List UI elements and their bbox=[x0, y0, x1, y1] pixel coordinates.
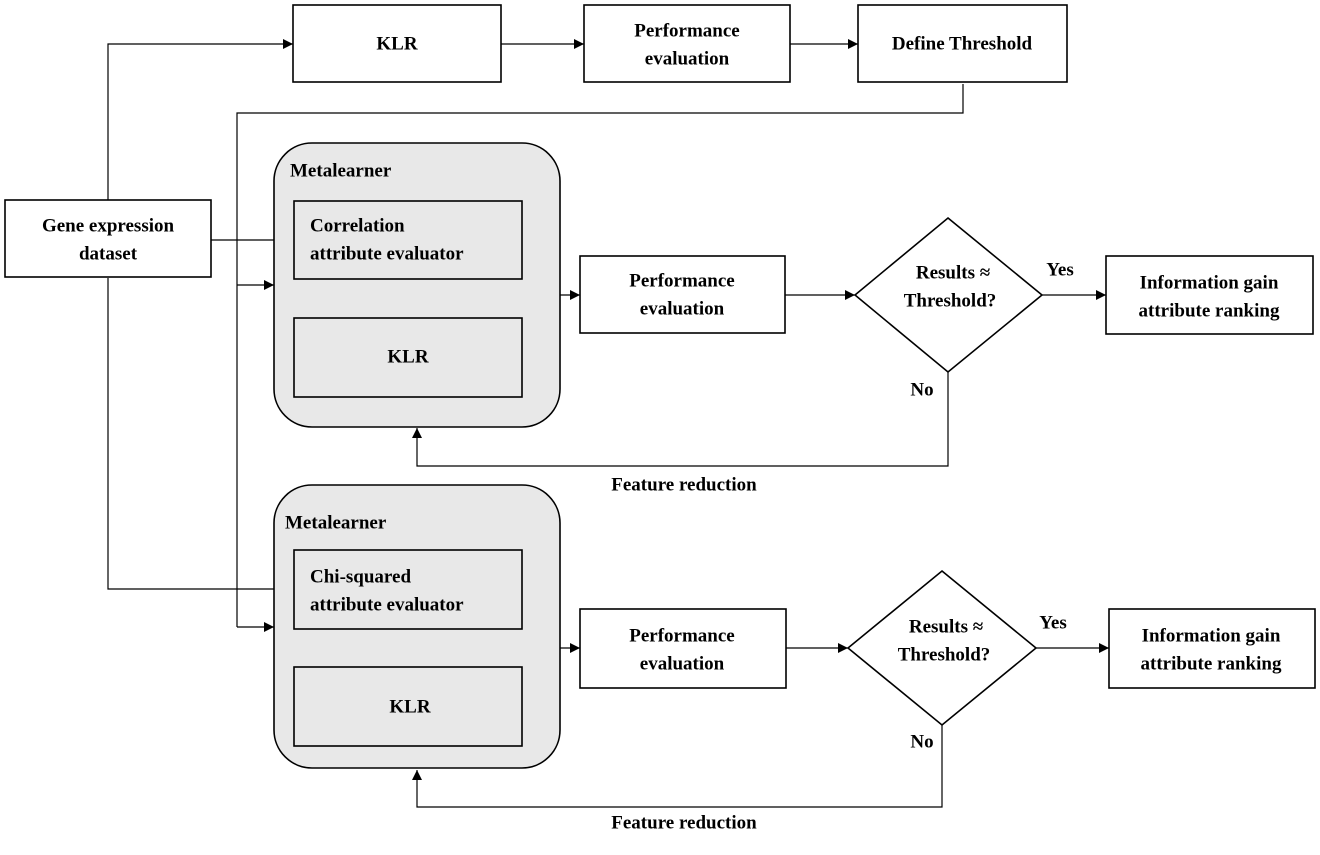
gene-dataset-node: Gene expression dataset bbox=[4, 199, 212, 278]
edge-dataset-to-chi-squared bbox=[107, 278, 294, 594]
metalearner-2-container: Metalearner Chi-squared attribute evalua… bbox=[273, 484, 561, 769]
decision-2-label-line1: Results ≈ bbox=[909, 617, 984, 638]
perf-2-label-line2: evaluation bbox=[640, 654, 725, 675]
metalearner-1-title: Metalearner bbox=[290, 161, 392, 182]
klr-1-node: KLR bbox=[293, 317, 523, 398]
decision-1-node: Results ≈ Threshold? bbox=[853, 216, 1044, 374]
metalearner-2-title: Metalearner bbox=[285, 513, 387, 534]
define-threshold-node: Define Threshold bbox=[857, 4, 1068, 83]
no-2-label: No bbox=[910, 732, 933, 753]
info-gain-2-node: Information gain attribute ranking bbox=[1108, 608, 1316, 689]
klr-top-label: KLR bbox=[376, 34, 417, 55]
correlation-evaluator-node: Correlation attribute evaluator bbox=[293, 200, 523, 280]
decision-1-label-line1: Results ≈ bbox=[916, 263, 991, 284]
decision-2-node: Results ≈ Threshold? bbox=[846, 569, 1038, 727]
perf-top-node: Performance evaluation bbox=[583, 4, 791, 83]
gene-dataset-label-line2: dataset bbox=[79, 244, 138, 265]
perf-top-label-line2: evaluation bbox=[645, 49, 730, 70]
edge-threshold-feedback bbox=[236, 84, 964, 627]
klr-1-label: KLR bbox=[387, 347, 428, 368]
info-gain-2-label-line2: attribute ranking bbox=[1141, 654, 1282, 675]
correlation-evaluator-line2: attribute evaluator bbox=[310, 244, 464, 265]
info-gain-1-label-line1: Information gain bbox=[1140, 273, 1279, 294]
klr-2-node: KLR bbox=[293, 666, 523, 747]
correlation-evaluator-line1: Correlation bbox=[310, 216, 405, 237]
chi-squared-evaluator-line2: attribute evaluator bbox=[310, 595, 464, 616]
perf-1-label-line1: Performance bbox=[629, 271, 735, 292]
edge-feature-reduction-2 bbox=[412, 725, 943, 808]
klr-2-label: KLR bbox=[389, 697, 430, 718]
info-gain-1-node: Information gain attribute ranking bbox=[1105, 255, 1314, 335]
feature-reduction-1-label: Feature reduction bbox=[611, 475, 757, 496]
decision-1-label-line2: Threshold? bbox=[904, 291, 997, 312]
perf-top-label-line1: Performance bbox=[634, 21, 740, 42]
perf-2-label-line1: Performance bbox=[629, 626, 735, 647]
klr-top-node: KLR bbox=[292, 4, 502, 83]
feature-reduction-2-label: Feature reduction bbox=[611, 813, 757, 834]
perf-2-node: Performance evaluation bbox=[579, 608, 787, 689]
no-1-label: No bbox=[910, 380, 933, 401]
edge-feature-reduction-1 bbox=[412, 372, 949, 467]
edge-dataset-to-klr-top bbox=[107, 39, 293, 200]
perf-1-label-line2: evaluation bbox=[640, 299, 725, 320]
info-gain-1-label-line2: attribute ranking bbox=[1139, 301, 1280, 322]
decision-2-label-line2: Threshold? bbox=[898, 645, 991, 666]
info-gain-2-label-line1: Information gain bbox=[1142, 626, 1281, 647]
chi-squared-evaluator-line1: Chi-squared bbox=[310, 567, 411, 588]
chi-squared-evaluator-node: Chi-squared attribute evaluator bbox=[293, 549, 523, 630]
connectors bbox=[107, 39, 1109, 808]
yes-1-label: Yes bbox=[1046, 260, 1073, 281]
gene-dataset-label-line1: Gene expression bbox=[42, 216, 175, 237]
perf-1-node: Performance evaluation bbox=[579, 255, 786, 334]
yes-2-label: Yes bbox=[1039, 613, 1066, 634]
define-threshold-label: Define Threshold bbox=[892, 34, 1033, 55]
metalearner-1-container: Metalearner Correlation attribute evalua… bbox=[273, 142, 561, 428]
